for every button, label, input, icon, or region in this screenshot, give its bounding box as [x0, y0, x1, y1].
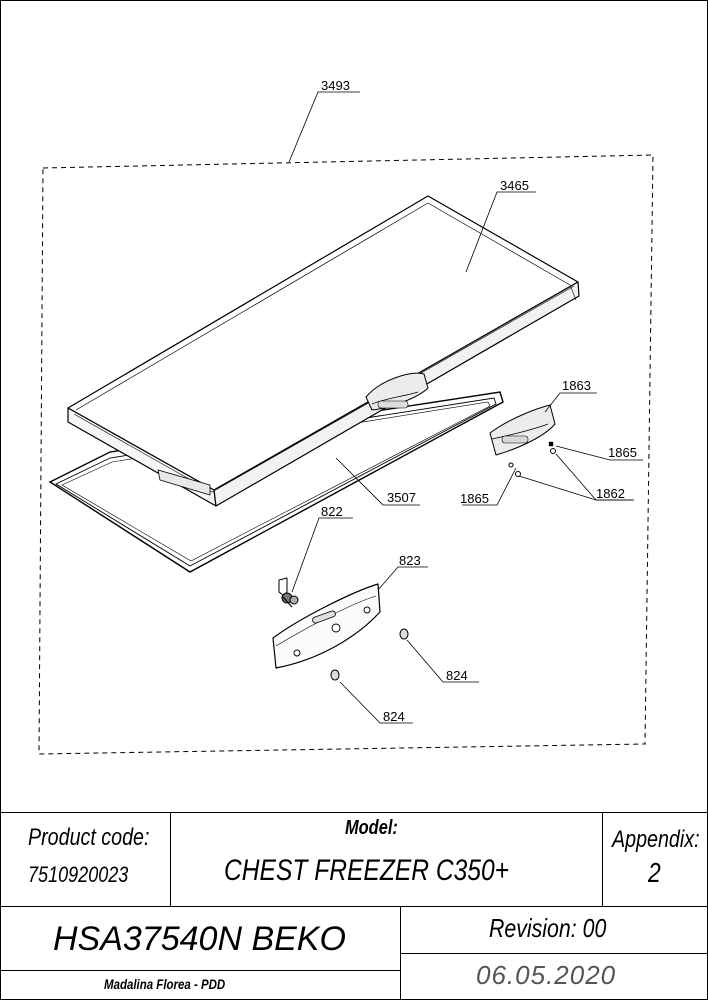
pins-drawing: [330, 628, 409, 681]
callout-824-upper: 824: [446, 668, 468, 683]
callout-1865-left: 1865: [460, 491, 489, 506]
revision: Revision: 00: [489, 913, 607, 943]
callout-1865-right: 1865: [608, 445, 637, 460]
drawing-code: HSA37540N BEKO: [53, 920, 346, 958]
callout-1863: 1863: [562, 378, 591, 393]
callout-3493: 3493: [321, 78, 350, 93]
author: Madalina Florea - PDD: [104, 976, 226, 992]
leader-lines: [288, 91, 643, 724]
date: 06.05.2020: [476, 960, 617, 990]
callout-1862: 1862: [596, 486, 625, 501]
exploded-view-drawing: 3493 3465 1863 1865 1862 1865 3507 822 8…: [38, 78, 654, 755]
callout-822: 822: [321, 504, 343, 519]
callout-3507: 3507: [387, 490, 416, 505]
gasket-drawing: [48, 391, 504, 573]
callout-823: 823: [399, 553, 421, 568]
assembly-boundary: [38, 154, 654, 755]
screws-drawing: [508, 448, 556, 477]
callout-824-lower: 824: [383, 709, 405, 724]
lid-drawing: [67, 195, 580, 507]
model-value: CHEST FREEZER C350+: [224, 854, 510, 887]
product-code-label: Product code:: [28, 824, 150, 851]
product-code-value: 7510920023: [28, 862, 129, 887]
appendix-label: Appendix:: [612, 826, 700, 853]
appendix-value: 2: [648, 857, 661, 888]
model-label: Model:: [345, 817, 398, 839]
callout-3465: 3465: [500, 178, 529, 193]
lock-plate-drawing: [272, 583, 381, 669]
lock-drawing: [278, 577, 299, 608]
handle-part-drawing: [489, 404, 556, 456]
